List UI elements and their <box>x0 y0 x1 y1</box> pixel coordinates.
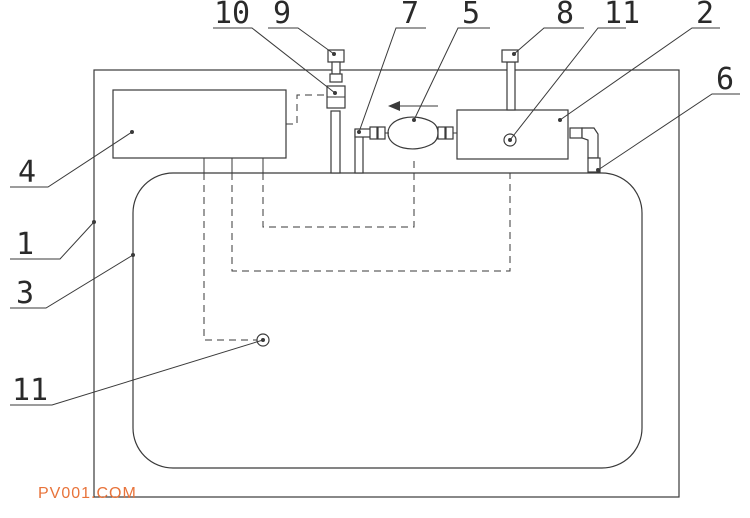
watermark: PV001.COM <box>38 485 137 502</box>
leader-dot-4 <box>130 130 134 134</box>
coupling-right-2 <box>445 126 454 140</box>
valve-nut-9 <box>329 73 343 83</box>
pump-5 <box>387 116 439 150</box>
vent-pipe-8 <box>506 61 516 111</box>
leader-11-top <box>509 27 626 141</box>
label-2: 2 <box>696 0 714 31</box>
label-11-bottom: 11 <box>12 373 48 408</box>
leader-dot-5 <box>412 118 416 122</box>
label-10: 10 <box>214 0 250 31</box>
vent-cap-8 <box>501 49 519 63</box>
leader-6 <box>597 93 740 171</box>
coupling-left-1 <box>369 126 378 140</box>
label-7: 7 <box>401 0 419 31</box>
leader-5 <box>413 27 490 121</box>
leader-7 <box>358 27 426 133</box>
leader-dot-6 <box>596 168 600 172</box>
right-pipe-elbow <box>581 127 599 159</box>
label-6: 6 <box>716 62 734 97</box>
label-8: 8 <box>556 0 574 31</box>
outer-housing <box>93 69 680 498</box>
dashed-line-valve <box>286 94 331 125</box>
leader-11-bottom <box>10 339 264 406</box>
leader-dot-1 <box>92 220 96 224</box>
leader-8 <box>513 27 584 55</box>
leader-1 <box>10 221 95 260</box>
valve-stem-9 <box>331 61 341 75</box>
label-5: 5 <box>462 0 480 31</box>
dashed-line-inner <box>262 160 415 228</box>
label-4: 4 <box>18 155 36 190</box>
flow-arrow-head <box>388 101 400 111</box>
label-9: 9 <box>273 0 291 31</box>
leader-dot-7 <box>357 130 361 134</box>
leader-3 <box>10 254 134 309</box>
leader-2 <box>559 27 720 121</box>
coupling-right-1 <box>437 126 446 140</box>
leader-dot-8 <box>512 52 516 56</box>
coupling-right-pipe <box>569 127 583 139</box>
coupling-left-2 <box>377 126 386 140</box>
leader-4 <box>10 131 133 188</box>
unit-4-box <box>112 89 287 159</box>
label-11-top: 11 <box>604 0 640 31</box>
label-1: 1 <box>16 227 34 262</box>
inner-tank <box>132 172 643 469</box>
dashed-line-middle <box>231 173 511 272</box>
leader-9 <box>268 27 335 55</box>
label-3: 3 <box>16 276 34 311</box>
pipe-7-vertical <box>330 110 341 174</box>
leader-dot-11-bottom <box>261 338 265 342</box>
leader-dot-11-top <box>508 138 512 142</box>
dashed-line-sensor <box>203 173 258 341</box>
leader-dot-9 <box>332 52 336 56</box>
leader-dot-3 <box>131 253 135 257</box>
leader-dot-2 <box>558 118 562 122</box>
leader-10 <box>213 27 336 94</box>
leader-dot-10 <box>333 91 337 95</box>
